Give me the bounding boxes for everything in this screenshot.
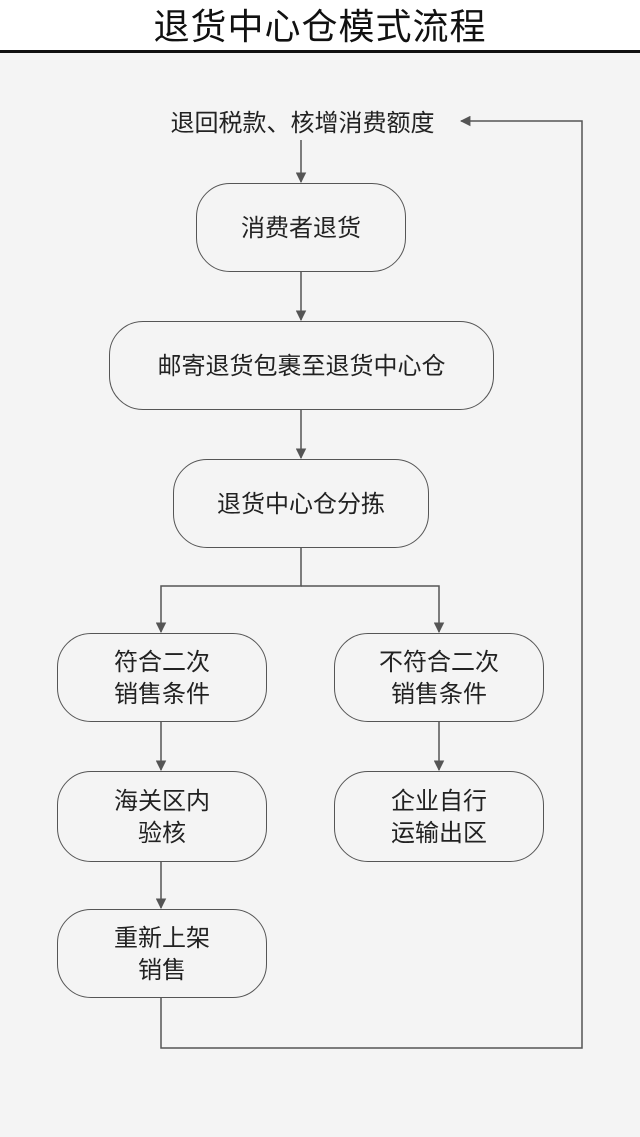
- node-label-line1: 符合二次: [114, 647, 210, 676]
- node-label: 退货中心仓分拣: [217, 489, 385, 518]
- node-self-ship-out: 企业自行 运输出区: [334, 771, 544, 862]
- node-qualified: 符合二次 销售条件: [57, 633, 267, 722]
- title-underline: [0, 50, 640, 53]
- node-label-line2: 销售条件: [114, 679, 210, 708]
- title-bar: 退货中心仓模式流程: [0, 0, 640, 53]
- node-consumer-return: 消费者退货: [196, 183, 406, 272]
- node-mail-package: 邮寄退货包裹至退货中心仓: [109, 321, 494, 410]
- node-label-line1: 重新上架: [114, 923, 210, 952]
- node-unqualified: 不符合二次 销售条件: [334, 633, 544, 722]
- branch-connector: [155, 548, 302, 634]
- node-label: 邮寄退货包裹至退货中心仓: [157, 351, 446, 380]
- page-title: 退货中心仓模式流程: [153, 7, 487, 48]
- node-label: 消费者退货: [241, 213, 361, 242]
- node-label-line2: 销售: [138, 955, 186, 984]
- node-relist: 重新上架 销售: [57, 909, 267, 998]
- feedback-loop-line: [160, 115, 583, 1049]
- node-label-line1: 企业自行: [391, 786, 487, 815]
- node-label-line1: 不符合二次: [379, 647, 499, 676]
- node-label-line1: 海关区内: [114, 786, 210, 815]
- node-customs-check: 海关区内 验核: [57, 771, 267, 862]
- node-sorting: 退货中心仓分拣: [173, 459, 429, 548]
- node-label-line2: 销售条件: [391, 679, 487, 708]
- branch-connector-right: [301, 585, 445, 634]
- feedback-label: 退回税款、核增消费额度: [170, 109, 435, 137]
- node-label-line2: 运输出区: [391, 818, 487, 847]
- node-label-line2: 验核: [138, 818, 186, 847]
